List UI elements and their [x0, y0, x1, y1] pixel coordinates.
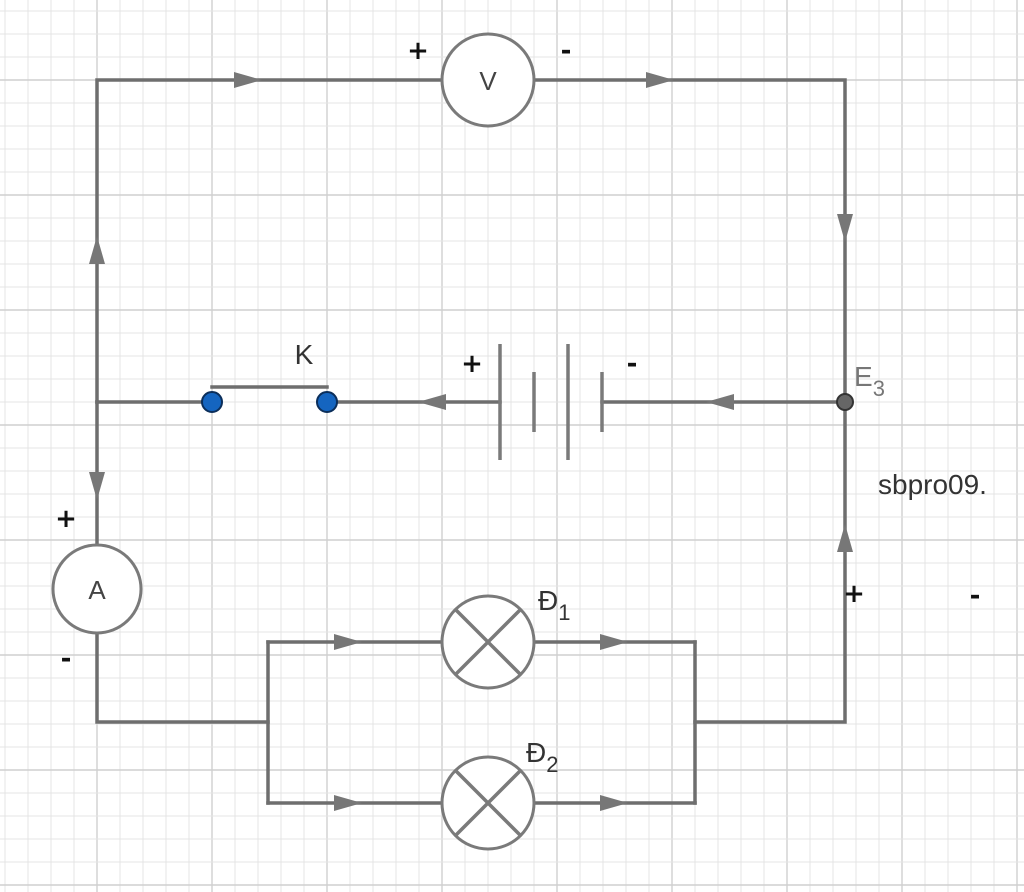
arrow-up-icon — [837, 524, 853, 552]
ammeter-circle — [51, 543, 143, 635]
switch-terminal-left — [201, 391, 223, 413]
switch-terminal-right — [316, 391, 338, 413]
lamp-cross-icon — [453, 607, 523, 677]
voltmeter-label: V — [479, 66, 497, 96]
arrow-down-icon — [837, 214, 853, 242]
battery-minus-sign: - — [627, 349, 638, 379]
arrow-up-icon — [89, 236, 105, 264]
arrow-right-icon — [334, 634, 362, 650]
lamp-2 — [440, 755, 536, 851]
arrow-right-icon — [646, 72, 674, 88]
node-label: E3 — [854, 361, 885, 401]
voltmeter-plus-sign: + — [407, 36, 429, 66]
lamp-1-label: Đ1 — [538, 585, 570, 625]
arrow-down-icon — [89, 472, 105, 500]
wire-ammeter-bottom — [95, 632, 270, 724]
arrow-left-icon — [418, 394, 446, 410]
voltmeter: V — [440, 32, 536, 128]
ammeter-minus-sign: - — [61, 644, 72, 674]
junction-node — [836, 393, 854, 411]
current-arrows — [89, 72, 853, 811]
switch-label: K — [295, 339, 314, 370]
wire-top-left — [95, 78, 444, 404]
ammeter-label: A — [88, 575, 106, 605]
arrow-right-icon — [234, 72, 262, 88]
battery-plus-sign: + — [461, 349, 483, 379]
ammeter-plus-sign: + — [55, 504, 77, 534]
arrow-right-icon — [600, 634, 628, 650]
wires — [95, 78, 847, 805]
right-plus-sign: + — [843, 579, 865, 609]
wire-right-return — [693, 400, 847, 724]
right-minus-sign: - — [970, 581, 981, 611]
voltmeter-minus-sign: - — [561, 36, 572, 66]
lamp-cross-icon — [453, 768, 523, 838]
voltmeter-circle — [440, 32, 536, 128]
battery — [498, 344, 604, 460]
lamp-2-label: Đ2 — [526, 737, 558, 777]
wire-top-right — [532, 78, 847, 404]
arrow-right-icon — [600, 795, 628, 811]
watermark-text: sbpro09. — [878, 469, 987, 500]
arrow-left-icon — [706, 394, 734, 410]
arrow-right-icon — [334, 795, 362, 811]
lamp-1 — [440, 594, 536, 690]
ammeter: A — [51, 543, 143, 635]
